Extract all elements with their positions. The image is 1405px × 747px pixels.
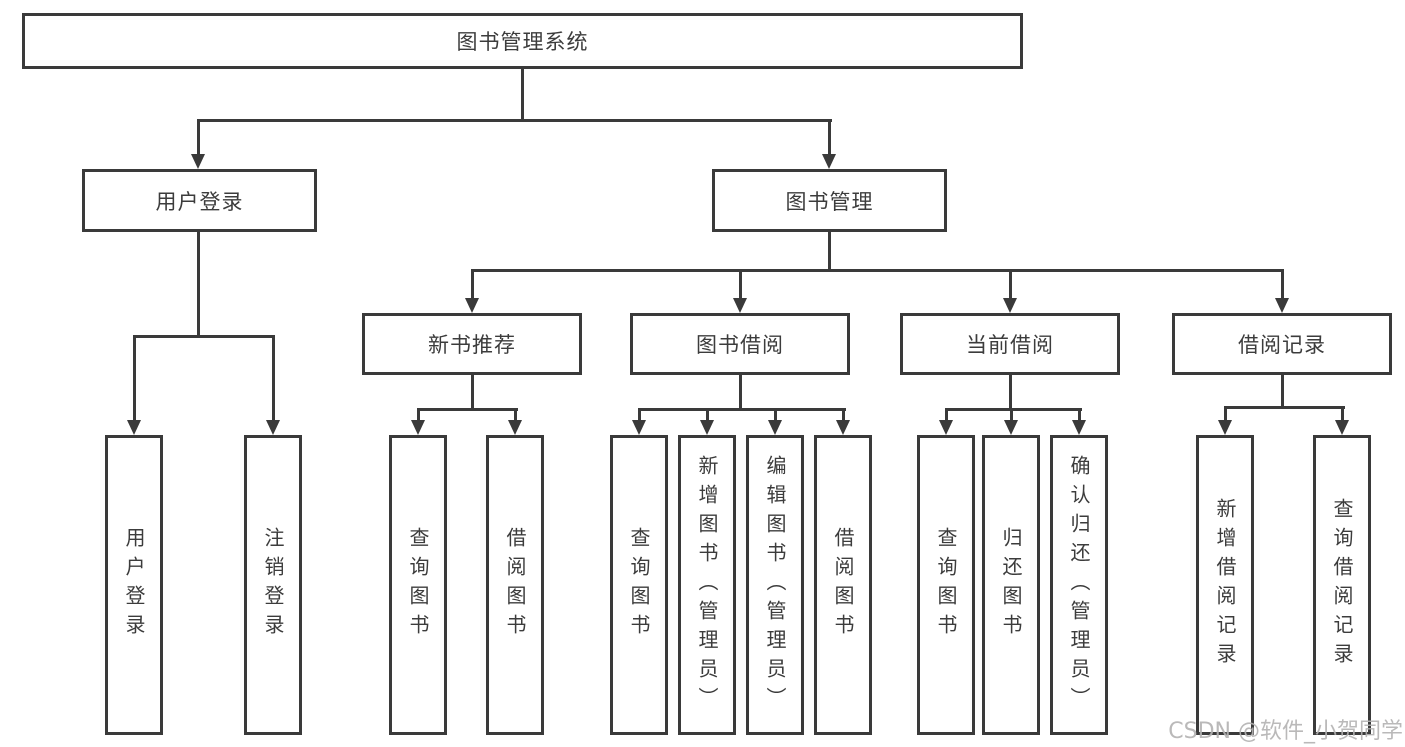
connector-line — [1281, 375, 1284, 406]
leaf-current-return-books-label: 归还图书 — [999, 527, 1023, 643]
node-borrow-records: 借阅记录 — [1172, 313, 1392, 375]
arrowhead — [1335, 420, 1349, 435]
leaf-borrowing-add-books-admin: 新增图书（管理员） — [678, 435, 736, 735]
leaf-borrowing-edit-books-admin-label: 编辑图书（管理员） — [763, 454, 787, 716]
connector-line — [1341, 406, 1344, 421]
arrowhead — [1072, 420, 1086, 435]
arrowhead — [465, 298, 479, 313]
leaf-borrowing-edit-books-admin: 编辑图书（管理员） — [746, 435, 804, 735]
leaf-current-confirm-return-admin-label: 确认归还（管理员） — [1067, 454, 1091, 716]
arrowhead — [768, 420, 782, 435]
leaf-records-query-record: 查询借阅记录 — [1313, 435, 1371, 735]
arrowhead — [822, 154, 836, 169]
leaf-borrowing-query-books: 查询图书 — [610, 435, 668, 735]
arrowhead — [836, 420, 850, 435]
connector-line — [521, 69, 524, 119]
leaf-user-login: 用户登录 — [105, 435, 163, 735]
leaf-user-login-label: 用户登录 — [122, 527, 146, 643]
arrowhead — [1218, 420, 1232, 435]
connector-line — [828, 232, 831, 269]
connector-line — [471, 269, 474, 299]
connector-line — [945, 408, 948, 421]
connector-line — [1078, 408, 1081, 421]
connector-line — [197, 119, 832, 122]
node-book-management: 图书管理 — [712, 169, 947, 232]
leaf-current-return-books: 归还图书 — [982, 435, 1040, 735]
leaf-newbook-borrow-books: 借阅图书 — [486, 435, 544, 735]
leaf-records-add-record-label: 新增借阅记录 — [1213, 498, 1237, 672]
leaf-records-query-record-label: 查询借阅记录 — [1330, 498, 1354, 672]
connector-line — [1224, 406, 1345, 409]
node-user-login: 用户登录 — [82, 169, 317, 232]
leaf-current-confirm-return-admin: 确认归还（管理员） — [1050, 435, 1108, 735]
node-borrow-records-label: 借阅记录 — [1238, 333, 1326, 357]
connector-line — [739, 269, 742, 299]
connector-line — [471, 269, 1284, 272]
connector-line — [471, 375, 474, 408]
arrowhead — [700, 420, 714, 435]
arrowhead — [1003, 298, 1017, 313]
connector-line — [417, 408, 518, 411]
connector-line — [842, 408, 845, 421]
node-book-management-label: 图书管理 — [785, 189, 874, 214]
connector-line — [197, 232, 200, 335]
connector-line — [1009, 269, 1012, 299]
leaf-borrowing-query-books-label: 查询图书 — [627, 527, 651, 643]
leaf-logout-label: 注销登录 — [261, 527, 285, 643]
arrowhead — [266, 420, 280, 435]
connector-line — [133, 335, 136, 421]
leaf-newbook-borrow-books-label: 借阅图书 — [503, 527, 527, 643]
connector-line — [272, 335, 275, 421]
arrowhead — [733, 298, 747, 313]
arrowhead — [632, 420, 646, 435]
connector-line — [1281, 269, 1284, 299]
arrowhead — [1275, 298, 1289, 313]
connector-line — [828, 119, 831, 155]
leaf-logout: 注销登录 — [244, 435, 302, 735]
leaf-current-query-books: 查询图书 — [917, 435, 975, 735]
arrowhead — [1004, 420, 1018, 435]
connector-line — [133, 335, 275, 338]
connector-line — [739, 375, 742, 408]
connector-line — [945, 408, 1082, 411]
leaf-newbook-query-books-label: 查询图书 — [406, 527, 430, 643]
node-library-system-label: 图书管理系统 — [456, 30, 589, 54]
leaf-newbook-query-books: 查询图书 — [389, 435, 447, 735]
leaf-current-query-books-label: 查询图书 — [934, 527, 958, 643]
connector-line — [638, 408, 641, 421]
csdn-watermark: CSDN @软件_小贺同学 — [1168, 719, 1403, 744]
arrowhead — [127, 420, 141, 435]
arrowhead — [191, 154, 205, 169]
connector-line — [197, 119, 200, 155]
connector-line — [1224, 406, 1227, 421]
connector-line — [1009, 375, 1012, 408]
connector-line — [638, 408, 846, 411]
arrowhead — [939, 420, 953, 435]
leaf-borrowing-borrow-books-label: 借阅图书 — [831, 527, 855, 643]
arrowhead — [411, 420, 425, 435]
connector-line — [514, 408, 517, 421]
node-new-book-recommend: 新书推荐 — [362, 313, 582, 375]
arrowhead — [508, 420, 522, 435]
node-user-login-label: 用户登录 — [155, 189, 244, 214]
node-current-borrowing: 当前借阅 — [900, 313, 1120, 375]
connector-line — [417, 408, 420, 421]
node-book-borrowing-label: 图书借阅 — [696, 333, 784, 357]
connector-line — [706, 408, 709, 421]
connector-line — [774, 408, 777, 421]
connector-line — [1010, 408, 1013, 421]
leaf-borrowing-add-books-admin-label: 新增图书（管理员） — [695, 454, 719, 716]
node-new-book-recommend-label: 新书推荐 — [428, 333, 516, 357]
node-book-borrowing: 图书借阅 — [630, 313, 850, 375]
node-library-system: 图书管理系统 — [22, 13, 1023, 69]
node-current-borrowing-label: 当前借阅 — [966, 333, 1054, 357]
leaf-records-add-record: 新增借阅记录 — [1196, 435, 1254, 735]
leaf-borrowing-borrow-books: 借阅图书 — [814, 435, 872, 735]
